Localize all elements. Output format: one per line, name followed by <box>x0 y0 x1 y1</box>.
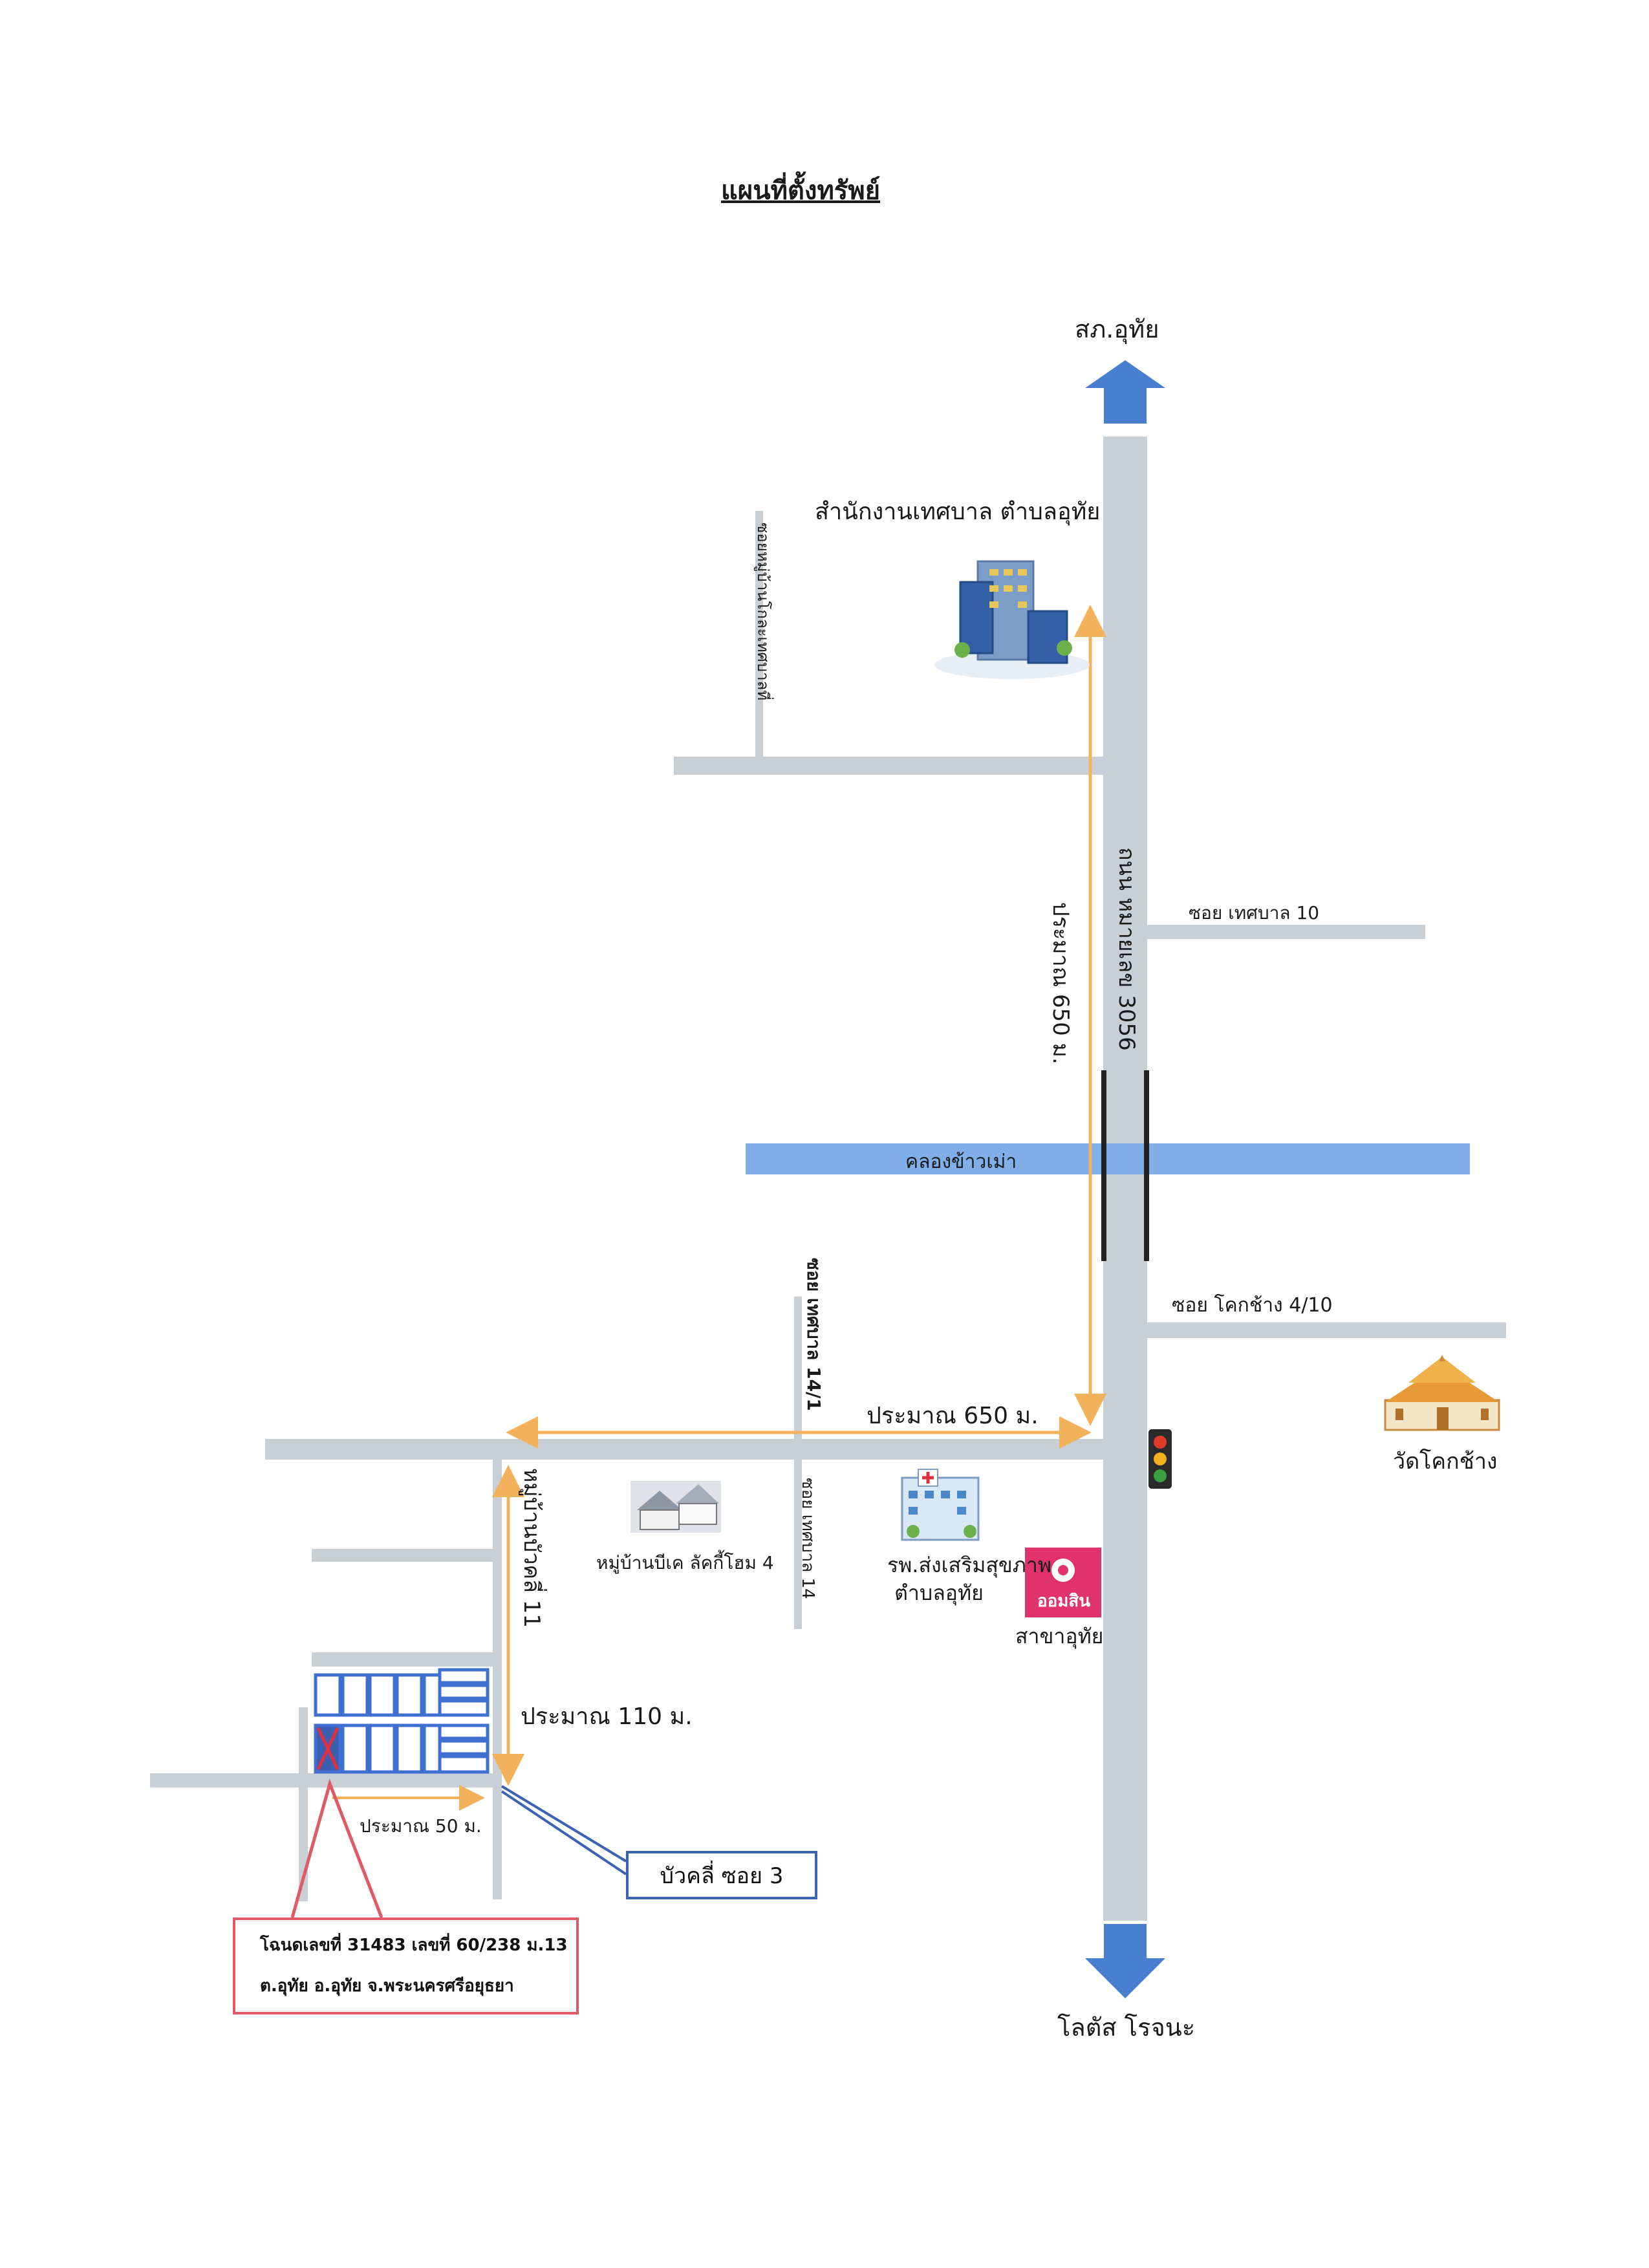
road-soi-village-vertical <box>755 511 763 759</box>
road-village-west-vertical <box>299 1707 308 1901</box>
temple-icon <box>1384 1355 1500 1431</box>
road-village-branch-1 <box>312 1549 494 1562</box>
deed-line-2: ต.อุทัย อ.อุทัย จ.พระนครศรีอยุธยา <box>260 1976 514 1996</box>
road-village-vertical <box>493 1460 502 1899</box>
soi-thetsaban-10-label: ซอย เทศบาล 10 <box>1189 902 1320 923</box>
road-soi-thetsaban-10 <box>1147 925 1425 939</box>
soi-khokchang-label: ซอย โคกช้าง 4/10 <box>1172 1294 1333 1317</box>
road-main-west <box>265 1439 1106 1460</box>
soi-14-1-label: ซอย เทศบาล 14/1 <box>803 1258 824 1411</box>
canal <box>746 1143 1470 1174</box>
distance-50-label: ประมาณ 50 ม. <box>360 1815 482 1837</box>
soi-village-label: ซอยหมู่บ้านโกละเทศบาลที่ <box>754 523 772 701</box>
village-houses-icon <box>630 1481 721 1533</box>
bank-logo <box>1025 1548 1101 1617</box>
municipal-office-label: สำนักงานเทศบาล ตำบลอุทัย <box>815 499 1101 525</box>
soi3-pointer <box>501 1785 627 1875</box>
south-arrow-icon <box>1085 1924 1165 1998</box>
temple-label: วัดโคกช้าง <box>1393 1449 1498 1474</box>
north-arrow-icon <box>1085 360 1165 424</box>
hospital-icon <box>901 1469 980 1541</box>
distance-110-label: ประมาณ 110 ม. <box>521 1703 693 1730</box>
road-village-soi3 <box>150 1773 494 1787</box>
road-soi-14-1 <box>794 1297 802 1440</box>
traffic-light-icon <box>1148 1429 1172 1489</box>
buakhli-soi3-label: บัวคลี่ ซอย 3 <box>660 1863 784 1889</box>
distance-vertical-650-label: ประมาณ 650 ม. <box>1048 902 1073 1064</box>
land-plots <box>314 1668 490 1774</box>
bank-logo-text: ออมสิน <box>1037 1592 1091 1611</box>
deed-info-box: โฉนดเลขที่ 31483 เลขที่ 60/238 ม.13 ต.อุ… <box>233 1917 579 2014</box>
main-road <box>1103 437 1147 1921</box>
map-title: แผนที่ตั้งทรัพย์ <box>721 176 881 206</box>
village-buakhli-label: หมู่บ้านบัวคลี่ 11 <box>519 1468 544 1628</box>
hospital-label-line2: ตำบลอุทัย <box>894 1581 984 1605</box>
canal-label: คลองข้าวเม่า <box>905 1150 1017 1173</box>
buakhli-soi3-box: บัวคลี่ ซอย 3 <box>626 1851 817 1899</box>
road-soi-khokchang <box>1147 1323 1506 1338</box>
road-village-branch-2 <box>312 1652 494 1667</box>
road-upper-west <box>674 757 1106 775</box>
deed-pointer <box>290 1778 383 1918</box>
south-destination-label: โลตัส โรจนะ <box>1057 2013 1196 2042</box>
north-destination-label: สภ.อุทัย <box>1075 315 1159 343</box>
bridge-right <box>1144 1070 1149 1261</box>
hospital-label-line1: รพ.ส่งเสริมสุขภาพ <box>887 1553 1051 1577</box>
village-bk-label: หมู่บ้านบีเค ลัคกี้โฮม 4 <box>596 1552 774 1573</box>
bank-branch-label: สาขาอุทัย <box>1015 1624 1104 1648</box>
building-icon <box>934 560 1090 679</box>
main-road-label: ถนน หมายเลข 3056 <box>1114 847 1139 1051</box>
distance-horizontal-650-label: ประมาณ 650 ม. <box>867 1403 1039 1429</box>
deed-line-1: โฉนดเลขที่ 31483 เลขที่ 60/238 ม.13 <box>260 1936 568 1955</box>
bridge-left <box>1101 1070 1106 1261</box>
target-x-mark <box>316 1727 339 1771</box>
road-soi-14 <box>794 1460 802 1629</box>
soi-14-label: ซอย เทศบาล 14 <box>798 1478 817 1599</box>
